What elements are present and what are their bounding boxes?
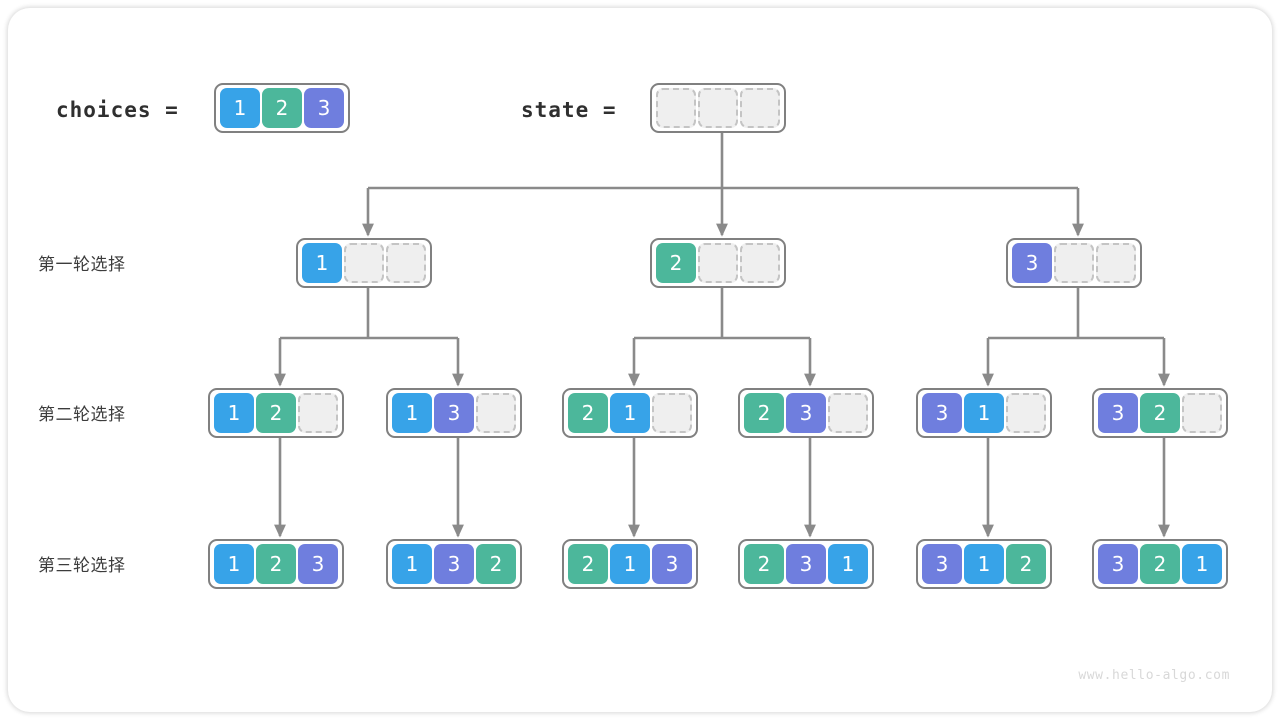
level2-3-cell-0: 2: [744, 393, 784, 433]
level1-0-cell-0: 1: [302, 243, 342, 283]
tree-node-level1-1: 2: [650, 238, 786, 288]
choices-label: choices =: [56, 98, 179, 122]
diagram-card: [8, 8, 1272, 712]
state-array: [650, 83, 786, 133]
level2-0-cell-0: 1: [214, 393, 254, 433]
level3-4-cell-2: 2: [1006, 544, 1046, 584]
level3-2-cell-1: 1: [610, 544, 650, 584]
level1-2-cell-0: 3: [1012, 243, 1052, 283]
level2-0-cell-2: [298, 393, 338, 433]
state-cell-0: [656, 88, 696, 128]
level2-2-cell-1: 1: [610, 393, 650, 433]
level3-0-cell-1: 2: [256, 544, 296, 584]
level2-2-cell-0: 2: [568, 393, 608, 433]
level2-4-cell-0: 3: [922, 393, 962, 433]
level2-4-cell-2: [1006, 393, 1046, 433]
level1-0-cell-2: [386, 243, 426, 283]
watermark: www.hello-algo.com: [1078, 668, 1230, 683]
level1-1-cell-0: 2: [656, 243, 696, 283]
row-label-round-1: 第一轮选择: [38, 255, 126, 275]
state-cell-2: [740, 88, 780, 128]
row-label-round-2: 第二轮选择: [38, 405, 126, 425]
level3-5-cell-1: 2: [1140, 544, 1180, 584]
level1-1-cell-1: [698, 243, 738, 283]
level2-3-cell-1: 3: [786, 393, 826, 433]
row-label-round-3: 第三轮选择: [38, 556, 126, 576]
level3-4-cell-0: 3: [922, 544, 962, 584]
level1-0-cell-1: [344, 243, 384, 283]
level2-5-cell-0: 3: [1098, 393, 1138, 433]
level2-1-cell-2: [476, 393, 516, 433]
level1-2-cell-2: [1096, 243, 1136, 283]
level2-4-cell-1: 1: [964, 393, 1004, 433]
level1-1-cell-2: [740, 243, 780, 283]
choices-cell-0: 1: [220, 88, 260, 128]
level3-0-cell-2: 3: [298, 544, 338, 584]
choices-cell-1: 2: [262, 88, 302, 128]
state-cell-1: [698, 88, 738, 128]
level2-5-cell-2: [1182, 393, 1222, 433]
level3-2-cell-0: 2: [568, 544, 608, 584]
level3-1-cell-2: 2: [476, 544, 516, 584]
state-label: state =: [521, 98, 617, 122]
level2-2-cell-2: [652, 393, 692, 433]
level2-5-cell-1: 2: [1140, 393, 1180, 433]
tree-node-level1-2: 3: [1006, 238, 1142, 288]
level2-3-cell-2: [828, 393, 868, 433]
level3-1-cell-1: 3: [434, 544, 474, 584]
level3-2-cell-2: 3: [652, 544, 692, 584]
level2-1-cell-1: 3: [434, 393, 474, 433]
level2-0-cell-1: 2: [256, 393, 296, 433]
level3-5-cell-2: 1: [1182, 544, 1222, 584]
level3-3-cell-2: 1: [828, 544, 868, 584]
level3-1-cell-0: 1: [392, 544, 432, 584]
choices-cell-2: 3: [304, 88, 344, 128]
level3-5-cell-0: 3: [1098, 544, 1138, 584]
level3-0-cell-0: 1: [214, 544, 254, 584]
tree-node-level1-0: 1: [296, 238, 432, 288]
level3-4-cell-1: 1: [964, 544, 1004, 584]
level3-3-cell-1: 3: [786, 544, 826, 584]
level2-1-cell-0: 1: [392, 393, 432, 433]
level1-2-cell-1: [1054, 243, 1094, 283]
level3-3-cell-0: 2: [744, 544, 784, 584]
